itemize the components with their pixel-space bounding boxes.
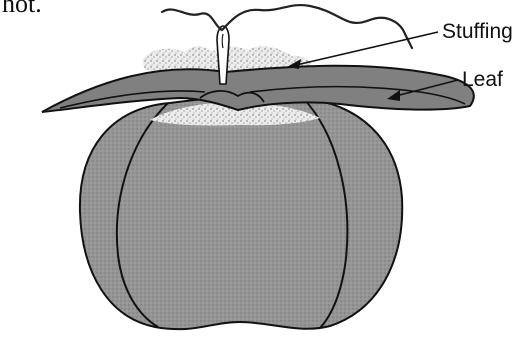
caption-fragment: hot. [2,0,42,18]
thread [162,5,412,48]
stuffing-label: Stuffing [442,20,513,43]
pumpkin-body [80,96,402,329]
leaf-label: Leaf [462,68,503,91]
needle-icon [217,26,229,84]
leaf [42,66,474,112]
